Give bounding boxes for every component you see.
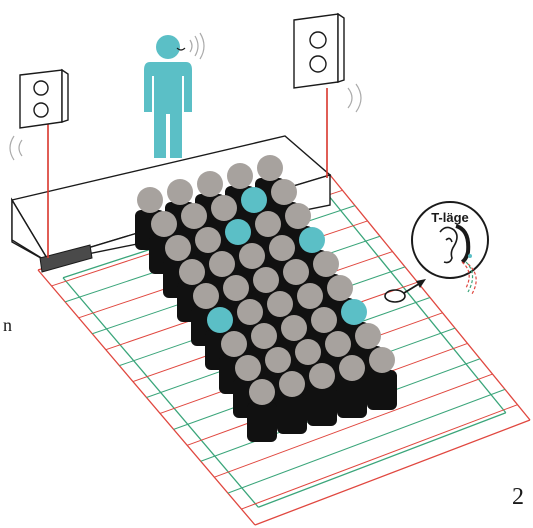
audience-head [253,267,279,293]
audience-head [251,323,277,349]
ear-icon [439,226,458,264]
loop-border [254,419,531,526]
audience-member [247,379,277,442]
audience-head [181,203,207,229]
audience-head [151,211,177,237]
hearing-aid-user-head [341,299,367,325]
audience-member [307,363,337,426]
audience-head [227,163,253,189]
audience-head [223,275,249,301]
audience-head [265,347,291,373]
audience-body [247,402,277,442]
audience-head [281,315,307,341]
t-mode-badge: T-läge [411,201,489,295]
audience-head [313,251,339,277]
loop-wire [241,404,518,510]
audience-head [209,251,235,277]
callout-ring [384,289,406,303]
hearing-aid-user-head [207,307,233,333]
audience-head [269,235,295,261]
hearing-aid-user-head [241,187,267,213]
page-number: 2 [512,484,524,510]
audience-member [367,347,397,410]
speaker-icon [9,68,69,161]
audience-head [235,355,261,381]
audience-head [339,355,365,381]
t-mode-label: T-läge [431,210,469,225]
audience-head [221,331,247,357]
audience-head [369,347,395,373]
hearing-aid-user-head [225,219,251,245]
loop-wire [214,373,493,478]
audience-head [237,299,263,325]
audience-body [367,370,397,410]
audience-body [277,394,307,434]
audience-head [279,371,305,397]
loop-inner-border [258,412,507,508]
audience-head [255,211,281,237]
loop-wire [227,388,506,494]
audience-head [197,171,223,197]
audience-head [311,307,337,333]
audience-head [195,227,221,253]
hearing-aid-user-head [299,227,325,253]
audience-member [277,371,307,434]
hearing-aid-icon [455,224,471,264]
audience-member [337,355,367,418]
audience-head [325,331,351,357]
presenter-figure [144,32,205,158]
audience-head [249,379,275,405]
audience-head [257,155,283,181]
margin-letter: n [3,315,12,335]
audience-head [327,275,353,301]
audience-head [165,235,191,261]
audience-head [355,323,381,349]
audience-head [283,259,309,285]
audience-head [211,195,237,221]
audience-head [297,283,323,309]
audience-head [267,291,293,317]
audience-head [137,187,163,213]
audience-head [271,179,297,205]
speaker-icon [293,12,362,113]
audience [135,155,397,442]
loop-amplifier [39,244,93,273]
sound-wave-icon [189,32,205,60]
audience-head [179,259,205,285]
audience-head [193,283,219,309]
audience-body [307,386,337,426]
audience-head [309,363,335,389]
audience-head [285,203,311,229]
audience-head [295,339,321,365]
audience-head [167,179,193,205]
audience-head [239,243,265,269]
audience-body [337,378,367,418]
